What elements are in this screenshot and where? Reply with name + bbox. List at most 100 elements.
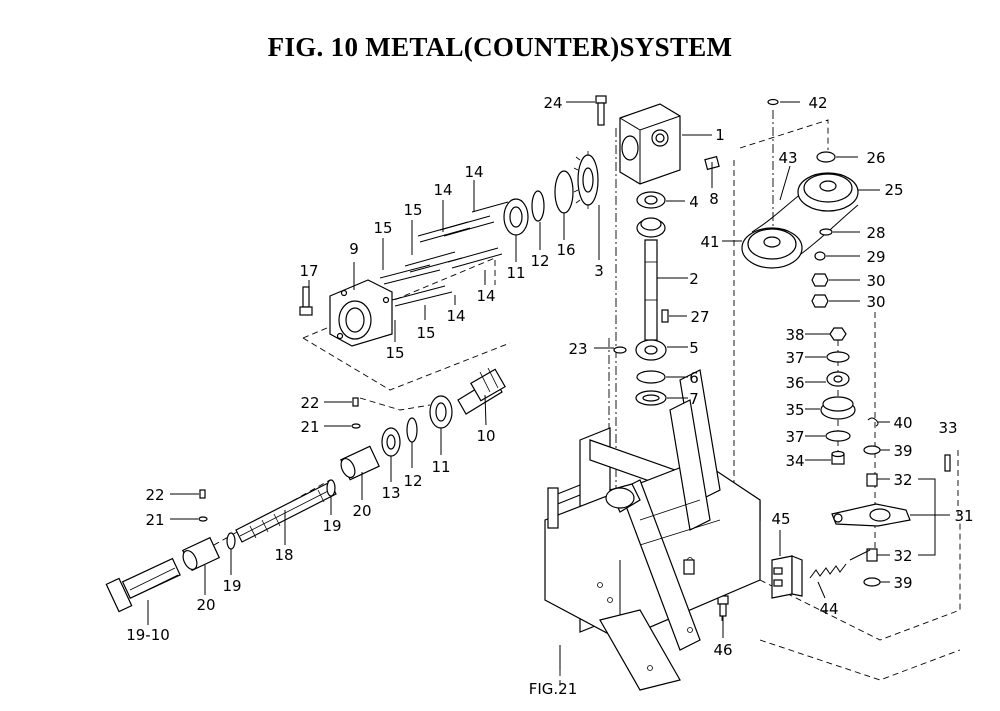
- bracket-45: [771, 555, 803, 599]
- washer-29: [814, 251, 826, 261]
- callout-8: 8: [709, 190, 719, 208]
- snap-ring-12-lower: [406, 417, 418, 443]
- washer-21-lower: [170, 516, 208, 522]
- callout-33: 33: [938, 419, 957, 437]
- callout-42: 42: [808, 94, 827, 112]
- callout-1: 1: [715, 126, 725, 144]
- callout-46: 46: [713, 641, 732, 659]
- bushing-34: [831, 450, 845, 465]
- callout-25: 25: [884, 181, 903, 199]
- spline-shaft-18: [235, 481, 337, 543]
- nut-30-upper: [811, 273, 829, 287]
- nut-38: [829, 327, 847, 341]
- callout-21-lower: 21: [145, 511, 164, 529]
- figure-title: FIG. 10 METAL(COUNTER)SYSTEM: [267, 32, 733, 62]
- tension-arm-31: [831, 503, 911, 527]
- shaft-assembly-left: [105, 367, 506, 613]
- callout-44: 44: [819, 600, 838, 618]
- callout-19-upper: 19: [322, 517, 341, 535]
- callout-30-lower: 30: [866, 293, 885, 311]
- washer-39-lower: [863, 577, 881, 587]
- callout-6: 6: [689, 369, 699, 387]
- pulley-41: [741, 227, 803, 269]
- callout-16: 16: [556, 241, 575, 259]
- callout-20-lower: 20: [196, 596, 215, 614]
- callout-14-b: 14: [464, 163, 483, 181]
- callout-14-a: 14: [433, 181, 452, 199]
- callout-32-lower: 32: [893, 547, 912, 565]
- callout-7: 7: [689, 390, 699, 408]
- bushing-32-upper: [866, 473, 878, 487]
- sprocket-3: [573, 151, 599, 209]
- callout-39-upper: 39: [893, 442, 912, 460]
- bracket-9: [329, 279, 393, 347]
- callout-18: 18: [274, 546, 293, 564]
- bolt-17: [299, 286, 313, 316]
- washer-39-upper: [863, 445, 881, 455]
- callout-4: 4: [689, 193, 699, 211]
- callout-37-upper: 37: [785, 349, 804, 367]
- callout-2: 2: [689, 270, 699, 288]
- callout-15-b: 15: [403, 201, 422, 219]
- nut-30-lower: [811, 294, 829, 308]
- snap-ring-37-lower: [825, 430, 851, 442]
- callout-fig21: FIG.21: [529, 680, 578, 698]
- pin-33: [944, 454, 951, 472]
- callout-45: 45: [771, 510, 790, 528]
- callout-14-d: 14: [446, 307, 465, 325]
- callout-11-lower: 11: [431, 458, 450, 476]
- circlip-19-upper: [326, 479, 336, 497]
- callout-35: 35: [785, 401, 804, 419]
- circlip-19-lower: [226, 532, 236, 550]
- callout-38: 38: [785, 326, 804, 344]
- bushing-26: [816, 151, 836, 163]
- bearing-11-lower: [429, 395, 453, 429]
- callout-10: 10: [476, 427, 495, 445]
- spring-44: [809, 549, 871, 579]
- ring-16: [554, 170, 574, 214]
- callout-26: 26: [866, 149, 885, 167]
- callout-9: 9: [349, 240, 359, 258]
- callout-17: 17: [299, 262, 318, 280]
- shaft-2: [644, 239, 658, 341]
- collar-20-upper: [340, 445, 380, 481]
- washer-23: [613, 346, 627, 354]
- collar-20-lower: [181, 536, 221, 572]
- callout-21-upper: 21: [300, 418, 319, 436]
- callout-15-d: 15: [385, 344, 404, 362]
- bolt-46: [717, 595, 729, 617]
- snap-ring-6: [636, 370, 666, 384]
- bolt-24: [595, 95, 607, 126]
- bearing-5: [635, 339, 667, 361]
- callout-22-lower: 22: [145, 486, 164, 504]
- callout-34: 34: [785, 452, 804, 470]
- callout-13: 13: [381, 484, 400, 502]
- bearing-4: [636, 191, 666, 209]
- washer-28: [819, 228, 833, 236]
- callout-labels: 24 1 8 4 3 2 27 5 6 7 23 42 26 43 25 41 …: [126, 94, 973, 698]
- key-27: [661, 309, 669, 323]
- pulley-35: [820, 396, 856, 420]
- callout-30-upper: 30: [866, 272, 885, 290]
- callout-23: 23: [568, 340, 587, 358]
- callout-15-a: 15: [373, 219, 392, 237]
- pulley-25: [797, 172, 859, 212]
- callout-19-10: 19-10: [126, 626, 170, 644]
- callout-12-upper: 12: [530, 252, 549, 270]
- callout-43: 43: [778, 149, 797, 167]
- callout-32-upper: 32: [893, 471, 912, 489]
- callout-11-upper: 11: [506, 264, 525, 282]
- callout-40: 40: [893, 414, 912, 432]
- mower-frame: [544, 369, 761, 691]
- callout-39-lower: 39: [893, 574, 912, 592]
- callout-37-lower: 37: [785, 428, 804, 446]
- callout-15-c: 15: [416, 324, 435, 342]
- callout-5: 5: [689, 339, 699, 357]
- callout-19-lower: 19: [222, 577, 241, 595]
- leader-lines: [147, 101, 950, 670]
- callout-41: 41: [700, 233, 719, 251]
- set-screw-22-upper: [324, 397, 359, 407]
- callout-28: 28: [866, 224, 885, 242]
- bearing-13: [381, 427, 401, 457]
